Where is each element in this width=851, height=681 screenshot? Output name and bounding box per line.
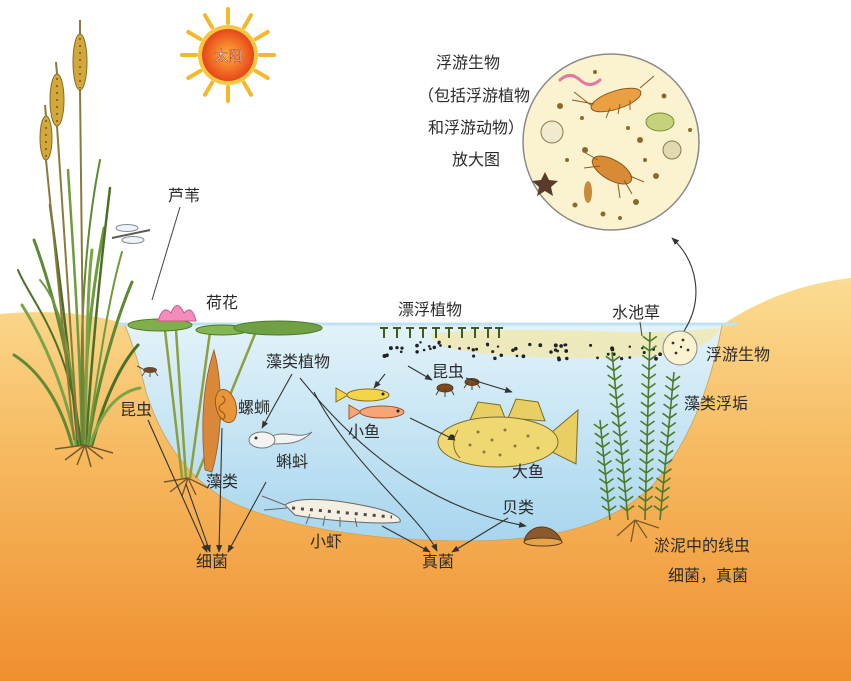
- plankton-sample-circle: [663, 331, 697, 365]
- cladoceran: [541, 121, 563, 143]
- plankton-dot: [628, 356, 631, 359]
- plankton-magnified-view: [523, 54, 699, 230]
- plankton-dot: [522, 354, 526, 358]
- plankton-dot: [589, 344, 592, 347]
- plankton-dot: [658, 352, 662, 356]
- callout-line-3: 和浮游动物）: [428, 118, 524, 137]
- plankton-dot: [516, 355, 519, 358]
- label-pondweed: 水池草: [612, 303, 660, 322]
- cattail-head: [40, 116, 52, 160]
- plankton-dot: [559, 344, 563, 348]
- label-small-fish: 小鱼: [348, 422, 380, 441]
- plankton-dot: [500, 354, 504, 358]
- plankton-dot: [565, 357, 568, 360]
- label-bacteria-fungi: 细菌，真菌: [668, 566, 748, 585]
- plankton-dot: [528, 343, 531, 346]
- label-snail: 螺蛳: [238, 398, 270, 417]
- label-insect-water: 昆虫: [432, 362, 464, 381]
- plankton-dot: [439, 344, 442, 347]
- plankton-dot: [429, 347, 432, 350]
- label-plankton: 浮游生物: [706, 345, 770, 364]
- plankton-dot: [423, 349, 426, 352]
- plankton-dot: [610, 347, 614, 351]
- plankton-dot: [467, 347, 470, 350]
- label-tadpole: 蝌蚪: [276, 452, 308, 471]
- label-reed: 芦苇: [168, 186, 200, 205]
- plankton-dot: [493, 357, 496, 360]
- diatom: [646, 113, 674, 131]
- plankton-dot: [419, 341, 421, 343]
- label-lotus: 荷花: [206, 293, 238, 312]
- plankton-dot: [596, 357, 599, 360]
- plankton-dot: [432, 346, 436, 350]
- plankton-dot: [395, 346, 398, 349]
- plankton-dot: [620, 357, 623, 360]
- plankton-dot: [475, 348, 478, 351]
- plankton-dot: [389, 346, 393, 350]
- plankton-dot: [563, 344, 566, 347]
- label-insect-left: 昆虫: [120, 400, 152, 419]
- label-mud-nematodes: 淤泥中的线虫: [654, 536, 750, 555]
- plankton-dot: [538, 343, 542, 347]
- plankton-dot: [641, 347, 643, 349]
- plankton-dot: [486, 344, 489, 347]
- plankton-dot: [497, 345, 499, 347]
- label-shellfish: 贝类: [502, 498, 534, 517]
- label-algal-scum: 藻类浮垢: [684, 394, 748, 413]
- plankton-dot: [549, 350, 553, 354]
- plankton-dot: [554, 343, 558, 347]
- plankton-dot: [472, 355, 475, 358]
- plankton-dot: [400, 350, 403, 353]
- label-fungi: 真菌: [422, 552, 454, 571]
- callout-line-2: （包括浮游植物: [418, 86, 530, 105]
- label-algae-plants: 藻类植物: [266, 352, 330, 371]
- plankton-dot: [437, 342, 440, 345]
- plankton-dot: [557, 358, 561, 362]
- plankton-dot: [472, 348, 475, 351]
- plankton-dot: [428, 345, 431, 348]
- plankton-dot: [607, 353, 610, 356]
- plankton-dot: [386, 354, 389, 357]
- plankton-dot: [514, 347, 518, 351]
- plankton-dot: [554, 348, 557, 351]
- label-algae: 藻类: [206, 472, 238, 491]
- plankton-dot: [400, 346, 403, 349]
- plankton-dot: [491, 350, 494, 353]
- plankton-dot: [458, 347, 461, 350]
- lotus-leaf: [234, 321, 322, 335]
- callout-line-4: 放大图: [452, 150, 500, 169]
- plankton-dot: [415, 344, 419, 348]
- label-shrimp: 小虾: [310, 532, 342, 551]
- plankton-dot: [448, 345, 451, 348]
- plankton-dot: [564, 349, 568, 353]
- plankton-dot: [654, 357, 658, 361]
- label-big-fish: 大鱼: [512, 462, 544, 481]
- callout-title: 浮游生物: [436, 53, 500, 72]
- sun-label: 太阳: [214, 49, 242, 65]
- plankton-dot: [415, 350, 418, 353]
- plankton-dot: [629, 345, 631, 347]
- rotifer: [663, 141, 681, 159]
- label-floating-plants: 漂浮植物: [398, 300, 462, 319]
- label-bacteria: 细菌: [196, 552, 228, 571]
- plankton-dot: [643, 351, 646, 354]
